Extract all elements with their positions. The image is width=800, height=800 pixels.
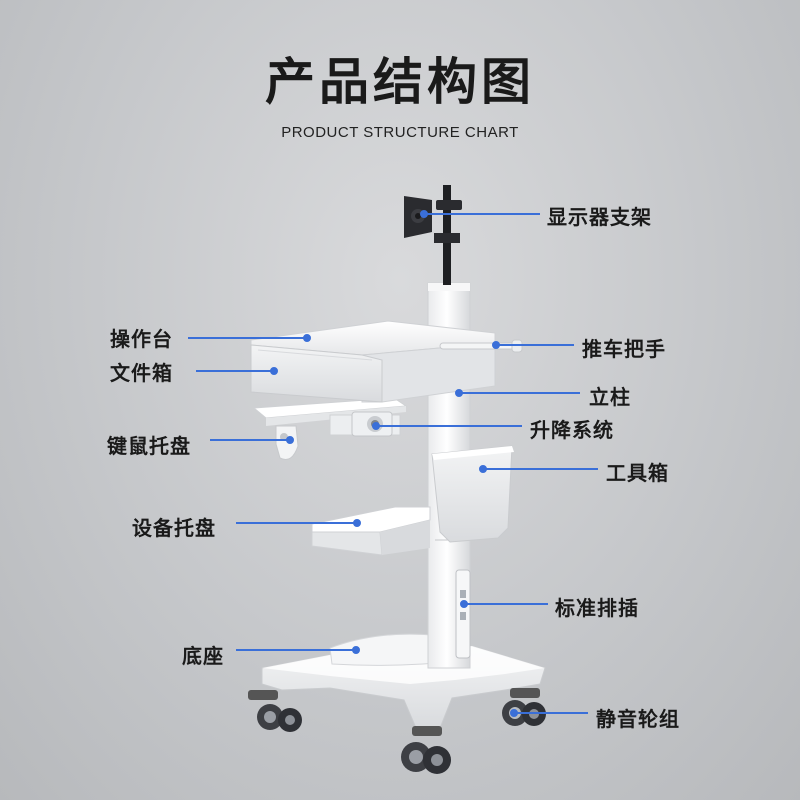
monitor-bracket <box>404 185 462 285</box>
label-push-handle: 推车把手 <box>582 337 666 361</box>
label-lift-system: 升降系统 <box>530 418 614 442</box>
label-keyboard-tray: 键鼠托盘 <box>107 434 191 458</box>
caster-right <box>502 688 546 726</box>
equipment-tray <box>311 506 431 556</box>
tool-box <box>431 445 514 543</box>
leader-equipment-tray <box>236 519 361 527</box>
power-strip <box>455 569 471 659</box>
leader-keyboard-tray <box>210 436 294 444</box>
caster-wheels <box>248 688 546 774</box>
leader-silent-casters <box>510 709 588 717</box>
caster-left <box>248 690 302 732</box>
leader-power-strip <box>460 600 548 608</box>
leader-monitor-bracket <box>420 210 540 218</box>
label-monitor-bracket: 显示器支架 <box>547 205 652 229</box>
leader-base <box>236 646 360 654</box>
label-base: 底座 <box>182 644 224 668</box>
label-equipment-tray: 设备托盘 <box>132 516 216 540</box>
leader-file-box <box>196 367 278 375</box>
leader-work-top <box>188 334 311 342</box>
caster-front <box>401 726 451 774</box>
leader-push-handle <box>492 341 574 349</box>
label-file-box: 文件箱 <box>110 361 173 385</box>
label-tool-box: 工具箱 <box>606 461 669 485</box>
file-box <box>250 344 383 403</box>
page-title: 产品结构图 <box>265 53 535 111</box>
page-subtitle: PRODUCT STRUCTURE CHART <box>281 124 519 141</box>
work-top <box>250 320 496 403</box>
mouse-holder <box>275 425 299 460</box>
leader-column <box>455 389 580 397</box>
lift-system <box>351 411 393 437</box>
label-work-top: 操作台 <box>110 327 173 351</box>
leader-lines <box>188 210 598 717</box>
leader-tool-box <box>479 465 598 473</box>
label-silent-casters: 静音轮组 <box>596 707 680 731</box>
label-column: 立柱 <box>589 385 631 409</box>
label-power-strip: 标准排插 <box>555 596 639 620</box>
leader-lift-system <box>372 422 522 430</box>
